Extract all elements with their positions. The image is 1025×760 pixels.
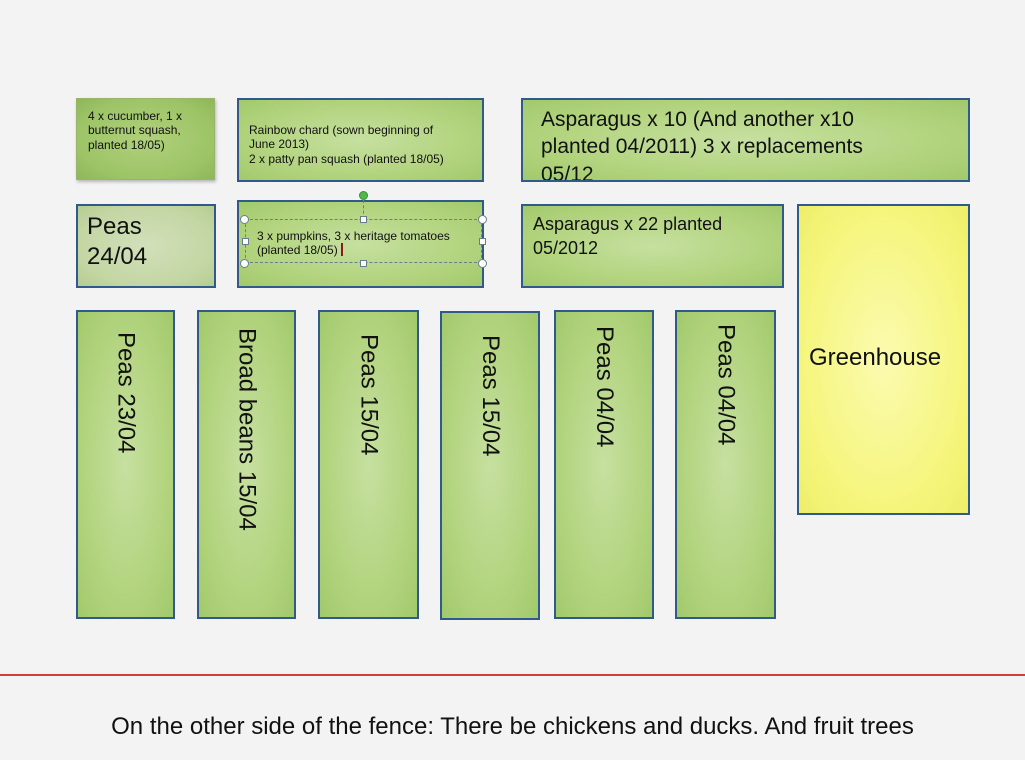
- bed-column-1-label: Peas 23/04: [112, 332, 140, 454]
- bed-column-5-label: Peas 04/04: [591, 326, 618, 448]
- text-cursor: [341, 243, 343, 256]
- greenhouse-label: Greenhouse: [809, 344, 942, 371]
- bed-rainbow-chard-label: Rainbow chard (sown beginning of June 20…: [249, 123, 444, 166]
- resize-handle-left[interactable]: [242, 238, 249, 245]
- bed-asparagus-22-label: Asparagus x 22 planted 05/2012: [533, 214, 723, 259]
- bed-column-3[interactable]: Peas 15/04: [318, 310, 419, 619]
- bed-peas-2404-label: Peas 24/04: [87, 213, 148, 270]
- bed-asparagus-10-label: Asparagus x 10 (And another x10 planted …: [541, 108, 863, 182]
- rotation-stem: [363, 200, 364, 219]
- bed-column-4-label: Peas 15/04: [477, 335, 504, 457]
- bed-pumpkins-tomatoes-label: 3 x pumpkins, 3 x heritage tomatoes (pla…: [257, 229, 450, 258]
- bed-column-1[interactable]: Peas 23/04: [76, 310, 175, 619]
- resize-handle-bottom-right[interactable]: [478, 259, 487, 268]
- bed-column-2-label: Broad beans 15/04: [233, 328, 261, 531]
- resize-handle-top-right[interactable]: [478, 215, 487, 224]
- bed-column-5[interactable]: Peas 04/04: [554, 310, 654, 619]
- resize-handle-top-left[interactable]: [240, 215, 249, 224]
- bed-column-4[interactable]: Peas 15/04: [440, 311, 540, 620]
- greenhouse[interactable]: Greenhouse: [797, 204, 970, 515]
- text-selection-box[interactable]: [245, 219, 482, 263]
- rotation-handle[interactable]: [359, 191, 368, 200]
- bed-cucumber-squash-label: 4 x cucumber, 1 x butternut squash, plan…: [88, 109, 183, 152]
- bed-rainbow-chard[interactable]: Rainbow chard (sown beginning of June 20…: [237, 98, 484, 182]
- bed-column-6[interactable]: Peas 04/04: [675, 310, 776, 619]
- resize-handle-right[interactable]: [479, 238, 486, 245]
- bed-column-2[interactable]: Broad beans 15/04: [197, 310, 296, 619]
- resize-handle-top[interactable]: [360, 216, 367, 223]
- bed-column-3-label: Peas 15/04: [355, 334, 383, 456]
- resize-handle-bottom[interactable]: [360, 260, 367, 267]
- bed-asparagus-10[interactable]: Asparagus x 10 (And another x10 planted …: [521, 98, 970, 182]
- bed-peas-2404[interactable]: Peas 24/04: [76, 204, 216, 288]
- fence-caption: On the other side of the fence: There be…: [111, 713, 914, 740]
- bed-asparagus-22[interactable]: Asparagus x 22 planted 05/2012: [521, 204, 784, 288]
- resize-handle-bottom-left[interactable]: [240, 259, 249, 268]
- bed-pumpkins-tomatoes[interactable]: 3 x pumpkins, 3 x heritage tomatoes (pla…: [237, 200, 484, 288]
- bed-cucumber-squash[interactable]: 4 x cucumber, 1 x butternut squash, plan…: [76, 98, 215, 180]
- fence-line: [0, 674, 1025, 676]
- bed-column-6-label: Peas 04/04: [712, 324, 740, 446]
